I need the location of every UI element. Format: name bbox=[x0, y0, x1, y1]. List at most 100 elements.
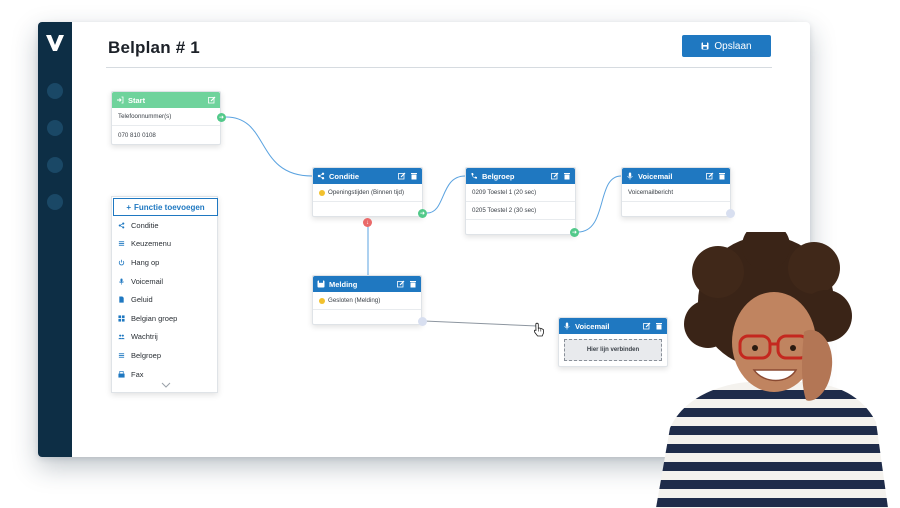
page-title: Belplan # 1 bbox=[108, 38, 200, 57]
function-item-label: Fax bbox=[131, 369, 144, 379]
sidebar-nav-dot[interactable] bbox=[47, 120, 63, 136]
node-conditie[interactable]: Conditie Openingstijden (Binnen tijd) bbox=[312, 167, 423, 217]
node-row-empty bbox=[313, 310, 421, 324]
function-item-label: Belgian groep bbox=[131, 313, 178, 323]
trash-icon[interactable] bbox=[410, 172, 418, 180]
share-icon bbox=[118, 222, 125, 229]
node-start[interactable]: Start Telefoonnummer(s) 070 810 0108 bbox=[111, 91, 221, 145]
port-conditie-false[interactable]: ↓ bbox=[363, 218, 372, 227]
function-item-label: Keuzemenu bbox=[131, 239, 172, 249]
edit-icon[interactable] bbox=[397, 280, 405, 288]
menu-icon bbox=[118, 353, 125, 358]
node-row: Openingstijden (Binnen tijd) bbox=[313, 184, 422, 202]
function-item-label: Geluid bbox=[131, 295, 153, 305]
chevron-down-icon[interactable] bbox=[161, 382, 171, 388]
node-row-empty bbox=[313, 202, 422, 216]
floppy-disk-icon bbox=[701, 42, 709, 50]
node-belgroep[interactable]: Belgroep 0209 Toestel 1 (20 sec) 0205 To… bbox=[465, 167, 576, 235]
function-item-belgroep[interactable]: Belgroep bbox=[112, 346, 217, 365]
sidebar-nav-dot[interactable] bbox=[47, 83, 63, 99]
customer-photo bbox=[656, 232, 888, 508]
port-voicemail-out[interactable] bbox=[726, 209, 735, 218]
function-item-label: Wachtrij bbox=[131, 332, 158, 342]
node-voicemail-drop-title: Voicemail bbox=[575, 321, 610, 331]
node-voicemail-drop-header[interactable]: Voicemail bbox=[559, 318, 667, 334]
node-voicemail-header[interactable]: Voicemail bbox=[622, 168, 730, 184]
edit-icon[interactable] bbox=[551, 172, 559, 180]
function-item-wachtrij[interactable]: Wachtrij bbox=[112, 328, 217, 347]
add-function-button[interactable]: + Functie toevoegen bbox=[113, 198, 218, 216]
node-row-text: Gesloten (Melding) bbox=[328, 297, 381, 304]
edit-icon[interactable] bbox=[643, 322, 651, 330]
node-voicemail-title: Voicemail bbox=[638, 171, 673, 181]
power-icon bbox=[118, 259, 125, 266]
function-panel: + Functie toevoegen Conditie Keuzemenu H… bbox=[111, 196, 218, 393]
port-melding-out[interactable] bbox=[418, 317, 427, 326]
node-row: 0205 Toestel 2 (30 sec) bbox=[466, 202, 575, 220]
plus-icon: + bbox=[126, 202, 131, 212]
function-item-fax[interactable]: Fax bbox=[112, 365, 217, 384]
menu-icon bbox=[118, 241, 125, 247]
node-row: Voicemailbericht bbox=[622, 184, 730, 202]
node-melding-title: Melding bbox=[329, 279, 358, 289]
edit-icon[interactable] bbox=[208, 96, 216, 104]
port-belgroep-out[interactable]: ➜ bbox=[570, 228, 579, 237]
function-item-label: Belgroep bbox=[131, 350, 162, 360]
port-conditie-true[interactable]: ➜ bbox=[418, 209, 427, 218]
node-melding-header[interactable]: Melding bbox=[313, 276, 421, 292]
microphone-icon bbox=[627, 172, 633, 180]
function-item-voicemail[interactable]: Voicemail bbox=[112, 272, 217, 291]
clock-icon bbox=[319, 297, 325, 304]
node-start-header[interactable]: Start bbox=[112, 92, 220, 108]
node-voicemail-drop[interactable]: Voicemail Hier lijn verbinden bbox=[558, 317, 668, 367]
clock-icon bbox=[319, 189, 325, 196]
fax-icon bbox=[118, 370, 125, 378]
phone-icon bbox=[471, 173, 477, 179]
edit-icon[interactable] bbox=[398, 172, 406, 180]
save-button[interactable]: Opslaan bbox=[682, 35, 771, 57]
node-voicemail[interactable]: Voicemail Voicemailbericht bbox=[621, 167, 731, 217]
function-item-label: Conditie bbox=[131, 220, 159, 230]
connect-drop-zone[interactable]: Hier lijn verbinden bbox=[564, 339, 662, 361]
function-item-geluid[interactable]: Geluid bbox=[112, 290, 217, 309]
microphone-icon bbox=[119, 278, 124, 285]
node-row: 070 810 0108 bbox=[118, 131, 156, 139]
sign-in-icon bbox=[117, 96, 124, 104]
node-belgroep-title: Belgroep bbox=[482, 171, 515, 181]
port-start-out[interactable]: ➜ bbox=[217, 113, 226, 122]
node-start-title: Start bbox=[128, 95, 146, 105]
trash-icon[interactable] bbox=[563, 172, 571, 180]
function-item-label: Voicemail bbox=[131, 276, 164, 286]
title-divider bbox=[106, 67, 772, 68]
function-item-label: Hang op bbox=[131, 257, 160, 267]
trash-icon[interactable] bbox=[655, 322, 663, 330]
node-conditie-header[interactable]: Conditie bbox=[313, 168, 422, 184]
trash-icon[interactable] bbox=[409, 280, 417, 288]
sidebar-nav-dot[interactable] bbox=[47, 194, 63, 210]
trash-icon[interactable] bbox=[718, 172, 726, 180]
sidebar bbox=[38, 22, 72, 457]
node-row: Telefoonnummer(s) bbox=[112, 108, 220, 126]
edit-icon[interactable] bbox=[706, 172, 714, 180]
node-row: 0209 Toestel 1 (20 sec) bbox=[466, 184, 575, 202]
save-button-label: Opslaan bbox=[714, 40, 752, 52]
file-icon bbox=[119, 296, 124, 303]
save-icon bbox=[317, 280, 325, 288]
microphone-icon bbox=[564, 322, 570, 330]
function-item-keuzemenu[interactable]: Keuzemenu bbox=[112, 235, 217, 254]
share-icon bbox=[317, 172, 325, 180]
function-item-belgian-groep[interactable]: Belgian groep bbox=[112, 309, 217, 328]
function-item-conditie[interactable]: Conditie bbox=[112, 216, 217, 235]
brand-logo-icon[interactable] bbox=[45, 34, 65, 52]
sidebar-nav-dot[interactable] bbox=[47, 157, 63, 173]
node-row-text: Openingstijden (Binnen tijd) bbox=[328, 189, 405, 196]
add-function-label: Functie toevoegen bbox=[133, 202, 205, 212]
node-melding[interactable]: Melding Gesloten (Melding) bbox=[312, 275, 422, 325]
node-conditie-title: Conditie bbox=[329, 171, 359, 181]
function-item-hang-op[interactable]: Hang op bbox=[112, 253, 217, 272]
users-icon bbox=[118, 334, 125, 340]
grid-icon bbox=[118, 315, 125, 322]
node-belgroep-header[interactable]: Belgroep bbox=[466, 168, 575, 184]
node-row-empty bbox=[622, 202, 730, 216]
